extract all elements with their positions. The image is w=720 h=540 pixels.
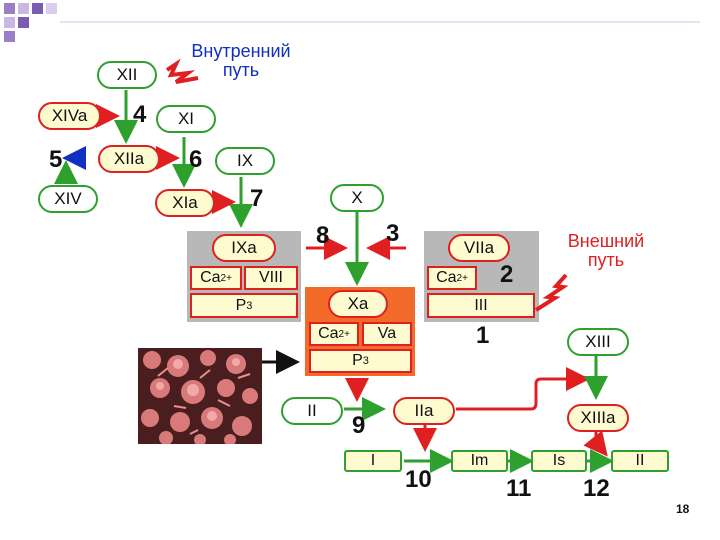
step-number-9: 9 — [352, 412, 366, 439]
tenase-viii-box: VIII — [244, 266, 298, 290]
factor-is-box: Is — [531, 450, 587, 472]
factor-ixa: IXa — [212, 234, 276, 262]
factor-xiii: XIII — [567, 328, 629, 356]
header-rule — [60, 21, 700, 23]
step-number-8: 8 — [316, 222, 330, 249]
intrinsic-title-line2: путь — [222, 59, 260, 80]
step-number-4: 4 — [133, 101, 147, 128]
intrinsic-pathway-title: Внутренний путь — [178, 42, 304, 80]
factor-xa: Xa — [328, 290, 388, 318]
factor-xiv: XIV — [38, 185, 98, 213]
extrinsic-title-line2: путь — [587, 249, 625, 270]
step-number-2: 2 — [500, 261, 514, 288]
factor-iia: IIa — [393, 397, 455, 425]
factor-xi: XI — [156, 105, 216, 133]
step-number-7: 7 — [250, 185, 264, 212]
factor-viia: VIIa — [448, 234, 510, 262]
prothrombinase-va-box: Va — [362, 322, 412, 346]
step-number-5: 5 — [49, 146, 63, 173]
factor-xiiia: XIIIa — [567, 404, 629, 432]
factor-i-box: I — [344, 450, 402, 472]
extrinsic-pathway-title: Внешний путь — [556, 232, 656, 270]
factor-x: X — [330, 184, 384, 212]
step-number-10: 10 — [405, 466, 432, 493]
lightning-bolt-icon — [534, 273, 569, 312]
factor-ii-left: II — [281, 397, 343, 425]
extrinsic-iii-box: III — [427, 293, 535, 318]
platelets-photo — [138, 348, 262, 444]
factor-ix: IX — [215, 147, 275, 175]
page-number: 18 — [676, 502, 690, 516]
factor-xii: XII — [97, 61, 157, 89]
factor-ii-right-box: II — [611, 450, 669, 472]
decorative-corner-squares — [4, 3, 57, 42]
lightning-bolt-icon — [165, 58, 199, 84]
step-number-12: 12 — [583, 475, 610, 502]
step-number-6: 6 — [189, 146, 203, 173]
step-number-3: 3 — [386, 220, 400, 247]
factor-xia: XIa — [155, 189, 215, 217]
step-number-1: 1 — [476, 322, 490, 349]
factor-im-box: Im — [451, 450, 508, 472]
intrinsic-title-line1: Внутренний — [191, 41, 291, 61]
extrinsic-title-line1: Внешний — [567, 231, 645, 251]
factor-xiva: XIVa — [38, 102, 101, 130]
step-number-11: 11 — [506, 475, 532, 502]
factor-xiia: XIIa — [98, 145, 160, 173]
